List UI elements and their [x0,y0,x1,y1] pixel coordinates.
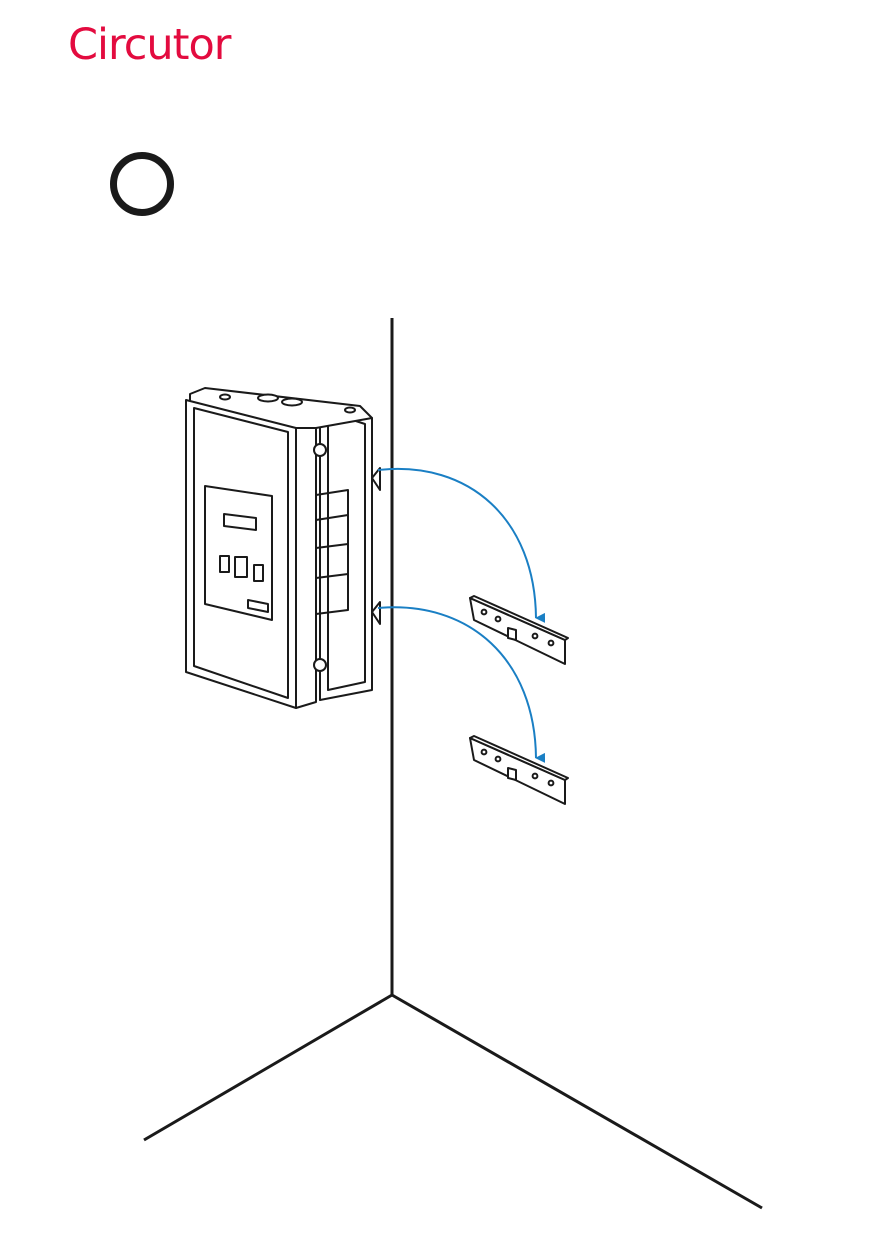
floor-right-edge [392,995,762,1208]
enclosure-front-window [205,486,272,620]
enclosure-device [186,388,380,708]
enclosure-side-face [296,428,316,708]
upper-bracket [470,596,568,664]
arrow-upper-bracket [378,469,536,618]
mounting-hook-upper [372,468,380,490]
lower-bracket [470,736,568,804]
floor-left-edge [144,995,392,1140]
mounting-hook-lower [372,602,380,624]
